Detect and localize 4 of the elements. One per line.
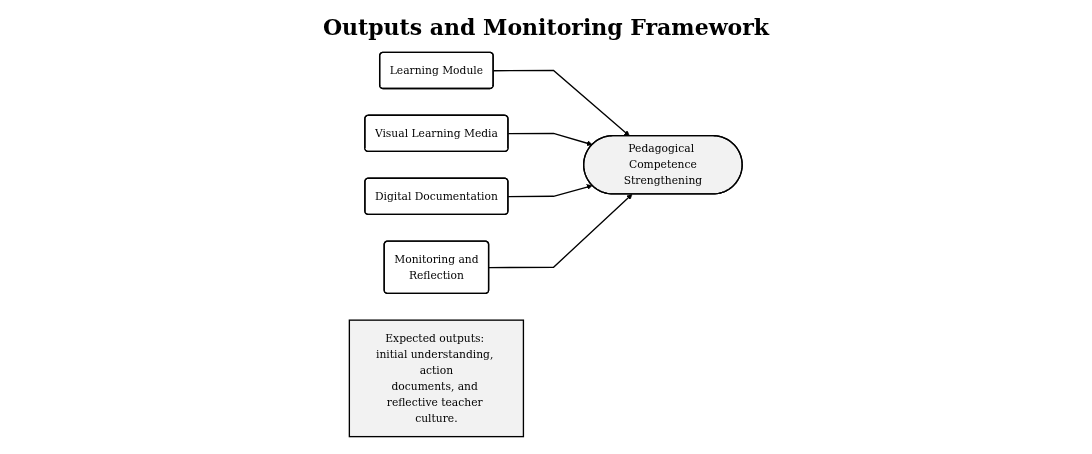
arrow <box>493 69 630 136</box>
node-box: Expected outputs: initial understanding, action documents, and reflective teacher culture. <box>348 318 525 437</box>
arrow <box>488 193 633 268</box>
diagram-title: Outputs and Monitoring Framework <box>321 14 771 40</box>
